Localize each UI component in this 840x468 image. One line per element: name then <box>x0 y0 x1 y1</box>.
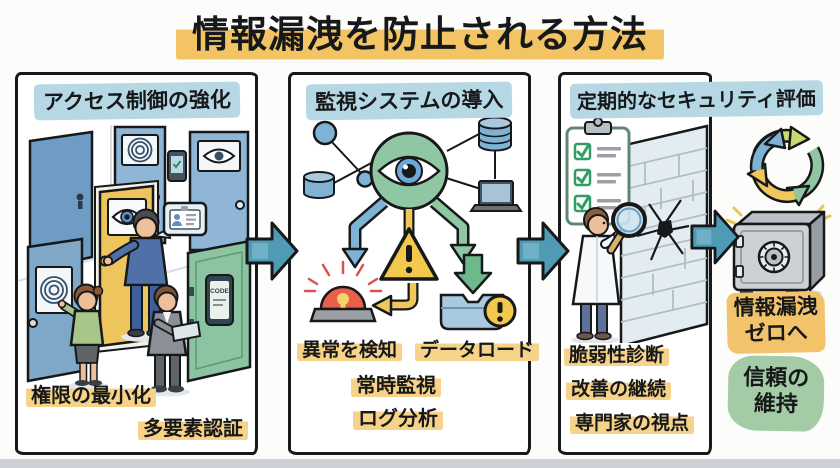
panel2-header: 監視システムの導入 <box>291 81 528 121</box>
surveillance-eye-icon <box>369 131 449 211</box>
trust-line2: 維持 <box>753 391 799 417</box>
laptop-icon <box>469 180 523 212</box>
database-icon <box>478 116 512 152</box>
door-keypad: CODE <box>186 239 252 383</box>
panel1-label-least-privilege: 権限の最小化 <box>26 379 156 408</box>
iris-scan-icon <box>202 148 236 164</box>
alert-badge-icon <box>483 294 517 328</box>
panel2-label-log: ログ分析 <box>353 402 443 431</box>
id-card-icon <box>169 206 201 230</box>
fingerprint-icon <box>40 276 68 304</box>
magnifier-icon <box>606 202 647 255</box>
safe-icon <box>725 204 832 298</box>
page-title: 情報漏洩を防止される方法 <box>0 2 840 62</box>
bottom-edge <box>0 459 840 468</box>
evaluation-illustration <box>565 117 709 343</box>
warning-triangle-icon <box>379 227 439 281</box>
network-node-icon <box>312 120 338 146</box>
person-woman <box>57 283 108 391</box>
trust-label: 信頼の 維持 <box>716 355 836 432</box>
access-control-illustration: CODE <box>18 125 255 397</box>
panel-monitoring: 監視システムの導入 <box>288 72 540 455</box>
database-icon <box>303 171 335 199</box>
panel3-label-vulnerability: 脆弱性診断 <box>564 340 670 367</box>
person-inspector <box>571 207 623 343</box>
flow-arrow-icon <box>690 209 740 265</box>
monitoring-illustration <box>303 116 523 331</box>
panel3-label-improvement: 改善の継続 <box>566 374 672 401</box>
goal-line2: ゼロへ <box>744 321 808 346</box>
fingerprint-icon <box>127 137 153 163</box>
panel2-label-anomaly: 異常を検知 <box>297 335 403 362</box>
panel3-label-expert: 専門家の視点 <box>570 408 695 435</box>
panel3-header: 定期的なセキュリティ評価 <box>554 80 838 119</box>
panel2-label-monitoring: 常時監視 <box>351 369 441 398</box>
flow-arrow-icon <box>516 221 570 281</box>
svg-text:CODE: CODE <box>210 288 229 295</box>
panel-access-control: アクセス制御の強化 <box>15 72 258 455</box>
keypad-code-icon: CODE <box>205 274 234 326</box>
door-plain <box>28 130 94 273</box>
alarm-siren-icon <box>303 260 383 323</box>
trust-line1: 信頼の <box>743 364 810 391</box>
id-card-bubble <box>150 201 208 240</box>
panel1-label-mfa: 多要素認証 <box>138 412 248 441</box>
panel2-label-dataload: データロード <box>415 335 540 362</box>
goal-label: 情報漏洩 ゼロへ <box>713 290 839 354</box>
panel1-header: アクセス制御の強化 <box>18 81 255 121</box>
page-title-text: 情報漏洩を防止される方法 <box>176 2 664 62</box>
flow-arrow-icon <box>245 221 299 281</box>
cycle-arrows-icon <box>746 125 825 207</box>
goal-line1: 情報漏洩 <box>733 295 818 320</box>
wall-panel-icon <box>167 150 187 182</box>
